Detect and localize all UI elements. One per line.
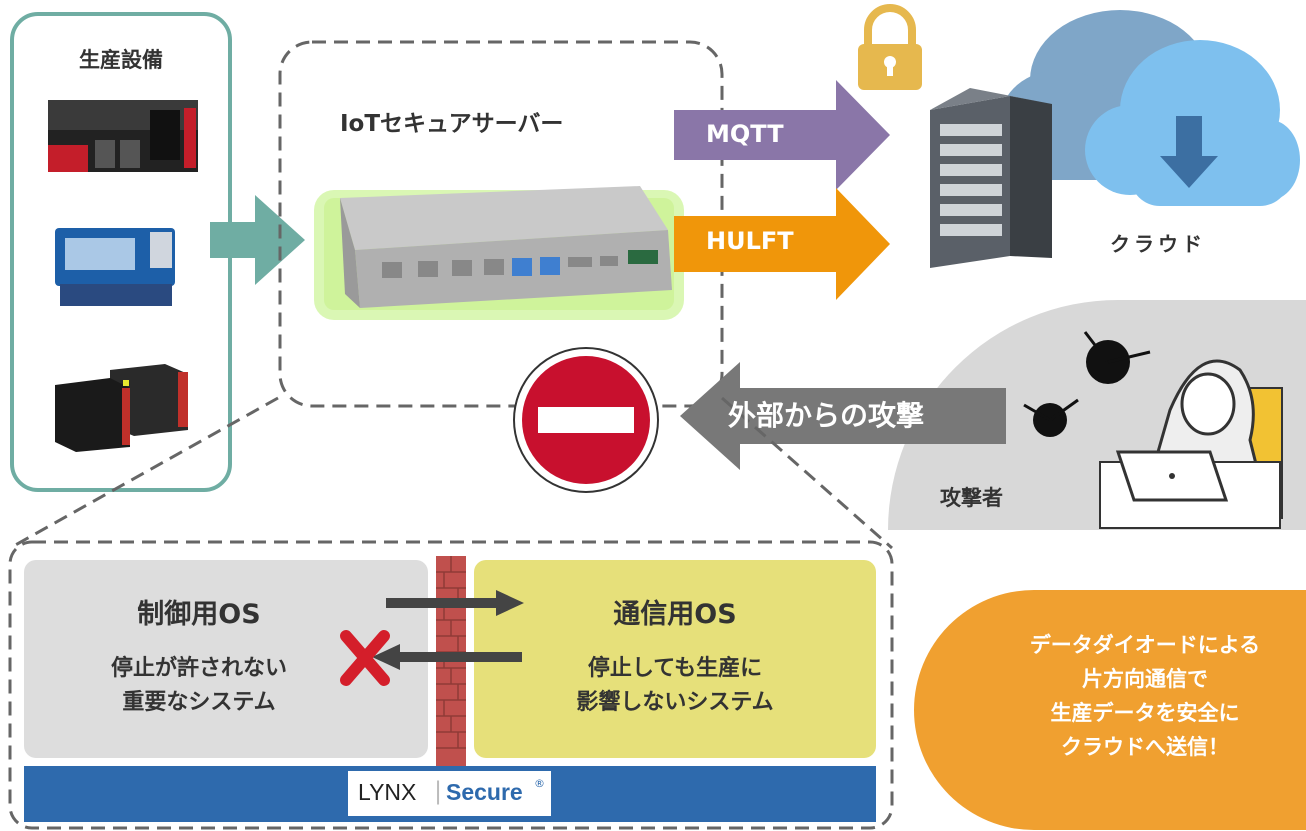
machine-tool-icon: [55, 228, 175, 306]
virus-icon: [1023, 331, 1151, 437]
lynx-brand: LYNX: [358, 779, 417, 805]
callout-line3: 生産データを安全に: [1050, 701, 1240, 725]
iot-server-device-icon: [314, 186, 684, 320]
comm-os-description: 停止しても生産に 影響しないシステム: [474, 652, 876, 720]
blocked-arrow-left: [372, 644, 522, 670]
sensor-icon: [55, 364, 188, 452]
blocked-x-icon: [340, 630, 390, 686]
logo-divider: |: [434, 777, 443, 805]
mqtt-label: MQTT: [706, 120, 784, 148]
comm-os-title: 通信用OS: [613, 599, 737, 630]
one-way-arrow-right: [386, 590, 524, 616]
callout-line4: クラウドへ送信！: [1061, 735, 1229, 759]
teal-arrow: [210, 195, 305, 285]
callout-line1: データダイオードによる: [1029, 633, 1261, 657]
callout-line2: 片方向通信で: [1082, 667, 1208, 691]
comm-os-desc-line1: 停止しても生産に: [587, 656, 763, 681]
hacker-icon: [1099, 359, 1283, 529]
lynx-secure-logo: LYNX | Secure ®: [348, 771, 551, 816]
control-os-desc-line1: 停止が許されない: [110, 656, 287, 681]
attacker-label: 攻撃者: [940, 486, 1003, 510]
cloud-label: クラウド: [1110, 232, 1206, 256]
attack-label: 外部からの攻撃: [728, 399, 925, 432]
control-os-description: 停止が許されない 重要なシステム: [24, 652, 374, 720]
control-os-title: 制御用OS: [137, 599, 261, 630]
server-rack-icon: [930, 88, 1052, 268]
control-os-desc-line2: 重要なシステム: [122, 690, 276, 715]
hulft-label: HULFT: [706, 227, 794, 255]
attack-arrow: [680, 362, 1006, 470]
os-dashed-box: [8, 540, 894, 830]
callout-bubble: [914, 590, 1306, 830]
server-title: IoTセキュアサーバー: [340, 111, 564, 137]
lock-icon: [858, 4, 922, 90]
hulft-arrow: [674, 188, 890, 300]
callout-text: データダイオードによる 片方向通信で 生産データを安全に クラウドへ送信！: [980, 628, 1306, 764]
equipment-title: 生産設備: [79, 48, 163, 72]
lynx-product: Secure: [446, 779, 523, 805]
mqtt-arrow: [674, 80, 890, 190]
lynx-registered-mark: ®: [534, 777, 545, 790]
comm-os-panel: [474, 560, 876, 758]
comm-os-desc-line2: 影響しないシステム: [576, 690, 774, 715]
stop-sign-icon: [513, 347, 659, 493]
plc-icon: [48, 100, 198, 172]
